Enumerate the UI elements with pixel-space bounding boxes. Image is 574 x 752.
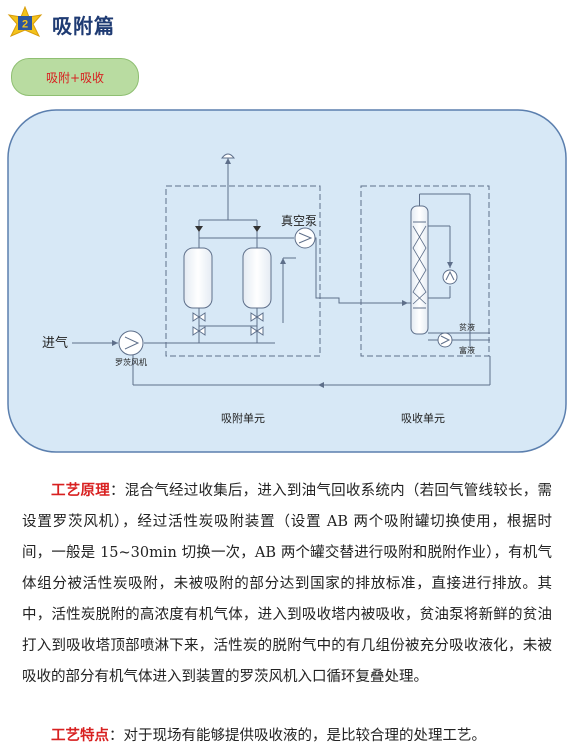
absorption-unit-boundary [360, 185, 490, 357]
diagram-background [7, 109, 567, 453]
process-principle-paragraph: 工艺原理：混合气经过收集后，进入到油气回收系统内（若回气管线较长，需设置罗茨风机… [22, 475, 552, 693]
rich-oil-label: 富液 [459, 345, 475, 355]
adsorber-a [183, 247, 213, 309]
process-tag: 吸附+吸收 [11, 58, 139, 96]
star-badge-icon: 2 [7, 6, 43, 37]
section-header: 2 吸附篇 [6, 6, 566, 40]
absorption-column [410, 205, 429, 335]
lean-oil-pump-icon [442, 269, 458, 285]
process-flow-diagram: 进气 罗茨风机 真空泵 吸附单元 吸收单元 贫液 富液 [7, 109, 567, 453]
badge-number: 2 [22, 19, 28, 31]
feature-text: 对于现场有能够提供吸收液的，是比较合理的处理工艺。 [123, 728, 487, 744]
valve-b-top [253, 226, 261, 232]
feature-term: 工艺特点 [51, 727, 109, 744]
absorption-unit-label: 吸收单元 [401, 411, 445, 425]
vent-cap-icon [220, 153, 236, 159]
lean-oil-label: 贫液 [459, 322, 475, 332]
vacuum-pump-label: 真空泵 [281, 214, 317, 228]
adsorption-unit-label: 吸附单元 [221, 411, 265, 425]
inlet-label: 进气 [42, 335, 68, 351]
blower-label: 罗茨风机 [115, 357, 147, 367]
principle-separator: ： [109, 483, 125, 499]
adsorber-b [242, 247, 272, 309]
valve-b-bottom [250, 312, 264, 322]
valve-a-top [195, 226, 203, 232]
process-tag-label: 吸附+吸收 [45, 70, 105, 85]
feature-separator: ： [109, 728, 124, 744]
adsorption-unit-boundary [165, 185, 321, 357]
principle-text: 混合气经过收集后，进入到油气回收系统内（若回气管线较长，需设置罗茨风机），经过活… [22, 483, 553, 685]
valve-a-bottom [192, 312, 206, 322]
roots-blower-icon [118, 330, 144, 356]
principle-term: 工艺原理 [51, 482, 110, 499]
process-feature-paragraph: 工艺特点：对于现场有能够提供吸收液的，是比较合理的处理工艺。 [22, 720, 552, 752]
section-title: 吸附篇 [52, 14, 115, 38]
